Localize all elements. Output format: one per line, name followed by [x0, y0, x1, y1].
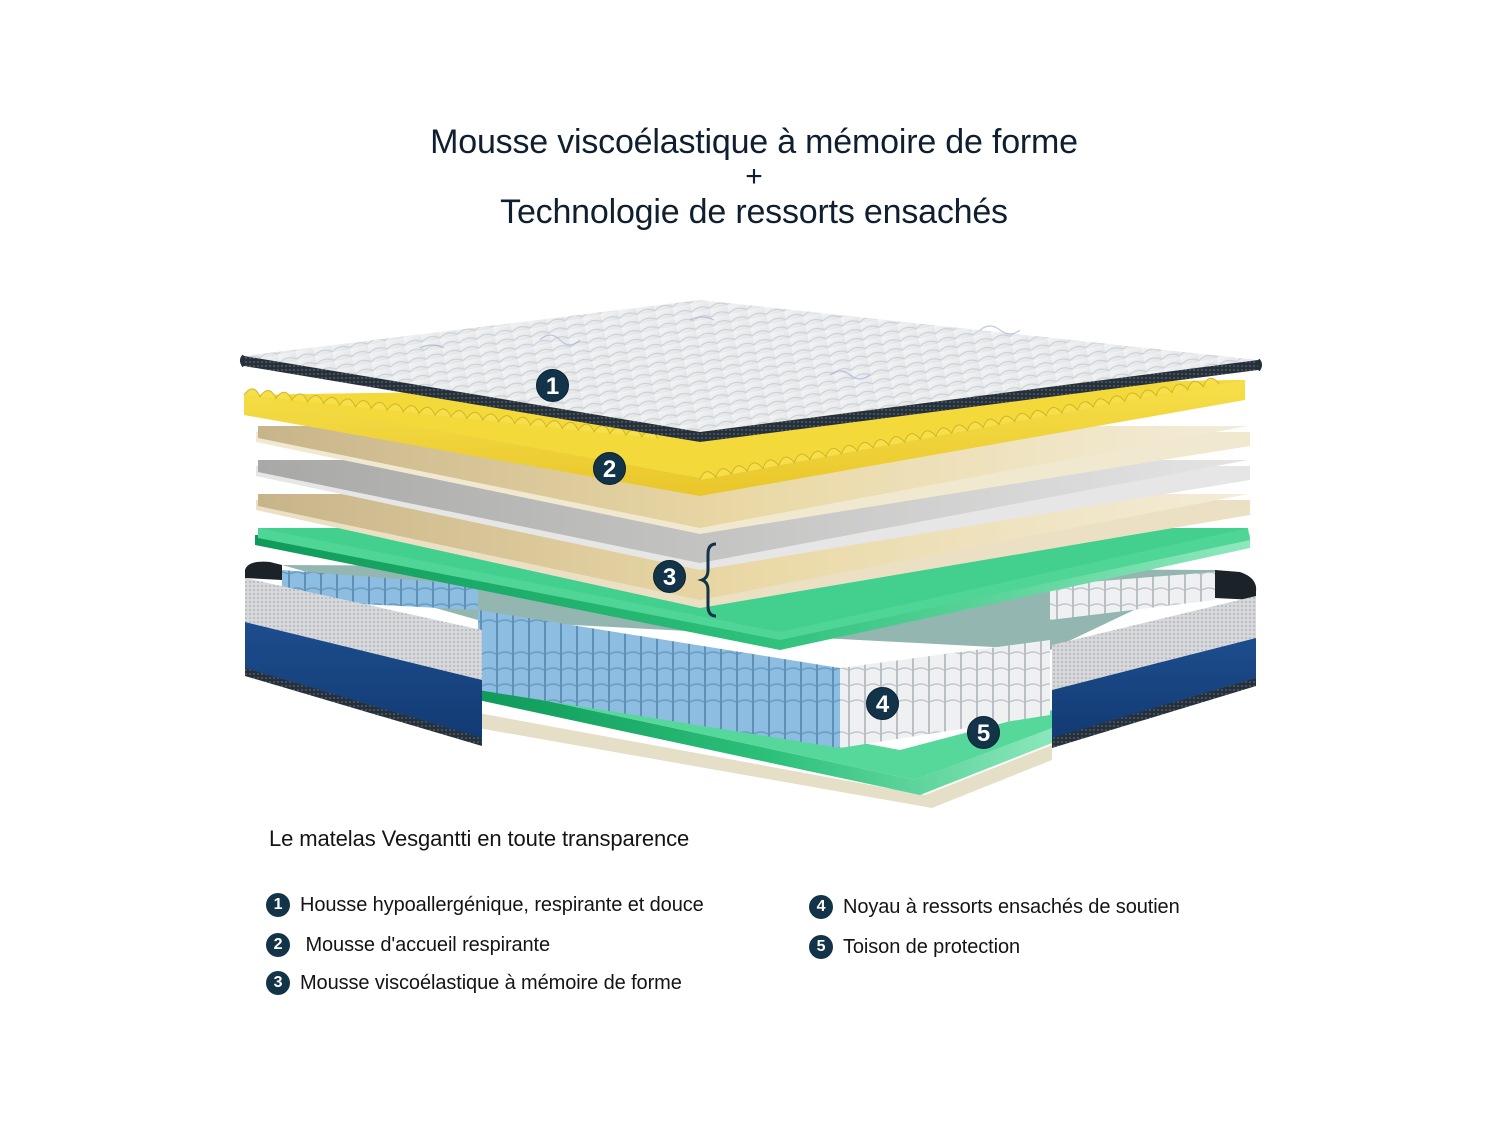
- title-line-memory-foam: Mousse viscoélastique à mémoire de forme: [430, 123, 1078, 161]
- legend-label-5: Toison de protection: [843, 935, 1021, 958]
- marker-4-spring-core: 4: [866, 687, 899, 720]
- legend-label-2: Mousse d'accueil respirante: [300, 933, 551, 956]
- title-plus: +: [745, 160, 763, 193]
- marker-1-cover: 1: [536, 369, 569, 402]
- legend-label-1: Housse hypoallergénique, respirante et d…: [300, 893, 704, 916]
- memory-foam-brace: [697, 542, 717, 618]
- legend-label-3: Mousse viscoélastique à mémoire de forme: [300, 971, 682, 994]
- page-title: Mousse viscoélastique à mémoire de forme…: [0, 124, 1500, 230]
- marker-5-fleece: 5: [967, 716, 1000, 749]
- legend-badge-2: 2: [266, 933, 290, 957]
- legend-item-4: 4 Noyau à ressorts ensachés de soutien: [809, 895, 1180, 919]
- legend-label-4: Noyau à ressorts ensachés de soutien: [843, 895, 1180, 918]
- legend-badge-3: 3: [266, 971, 290, 995]
- marker-2-comfort-foam: 2: [593, 452, 626, 485]
- legend-badge-4: 4: [809, 895, 833, 919]
- legend-item-3: 3 Mousse viscoélastique à mémoire de for…: [266, 971, 682, 995]
- left-side-panel: [245, 561, 482, 746]
- legend-item-2: 2 Mousse d'accueil respirante: [266, 933, 550, 957]
- legend-subtitle: Le matelas Vesgantti en toute transparen…: [269, 826, 690, 851]
- cover-layer: [240, 300, 1262, 442]
- marker-3-memory-foam: 3: [653, 560, 686, 593]
- right-side-panel: [1052, 570, 1257, 748]
- legend-item-5: 5 Toison de protection: [809, 935, 1020, 959]
- title-line-pocket-springs: Technologie de ressorts ensachés: [500, 193, 1008, 231]
- legend-badge-5: 5: [809, 935, 833, 959]
- legend-item-1: 1 Housse hypoallergénique, respirante et…: [266, 893, 704, 917]
- legend-badge-1: 1: [266, 893, 290, 917]
